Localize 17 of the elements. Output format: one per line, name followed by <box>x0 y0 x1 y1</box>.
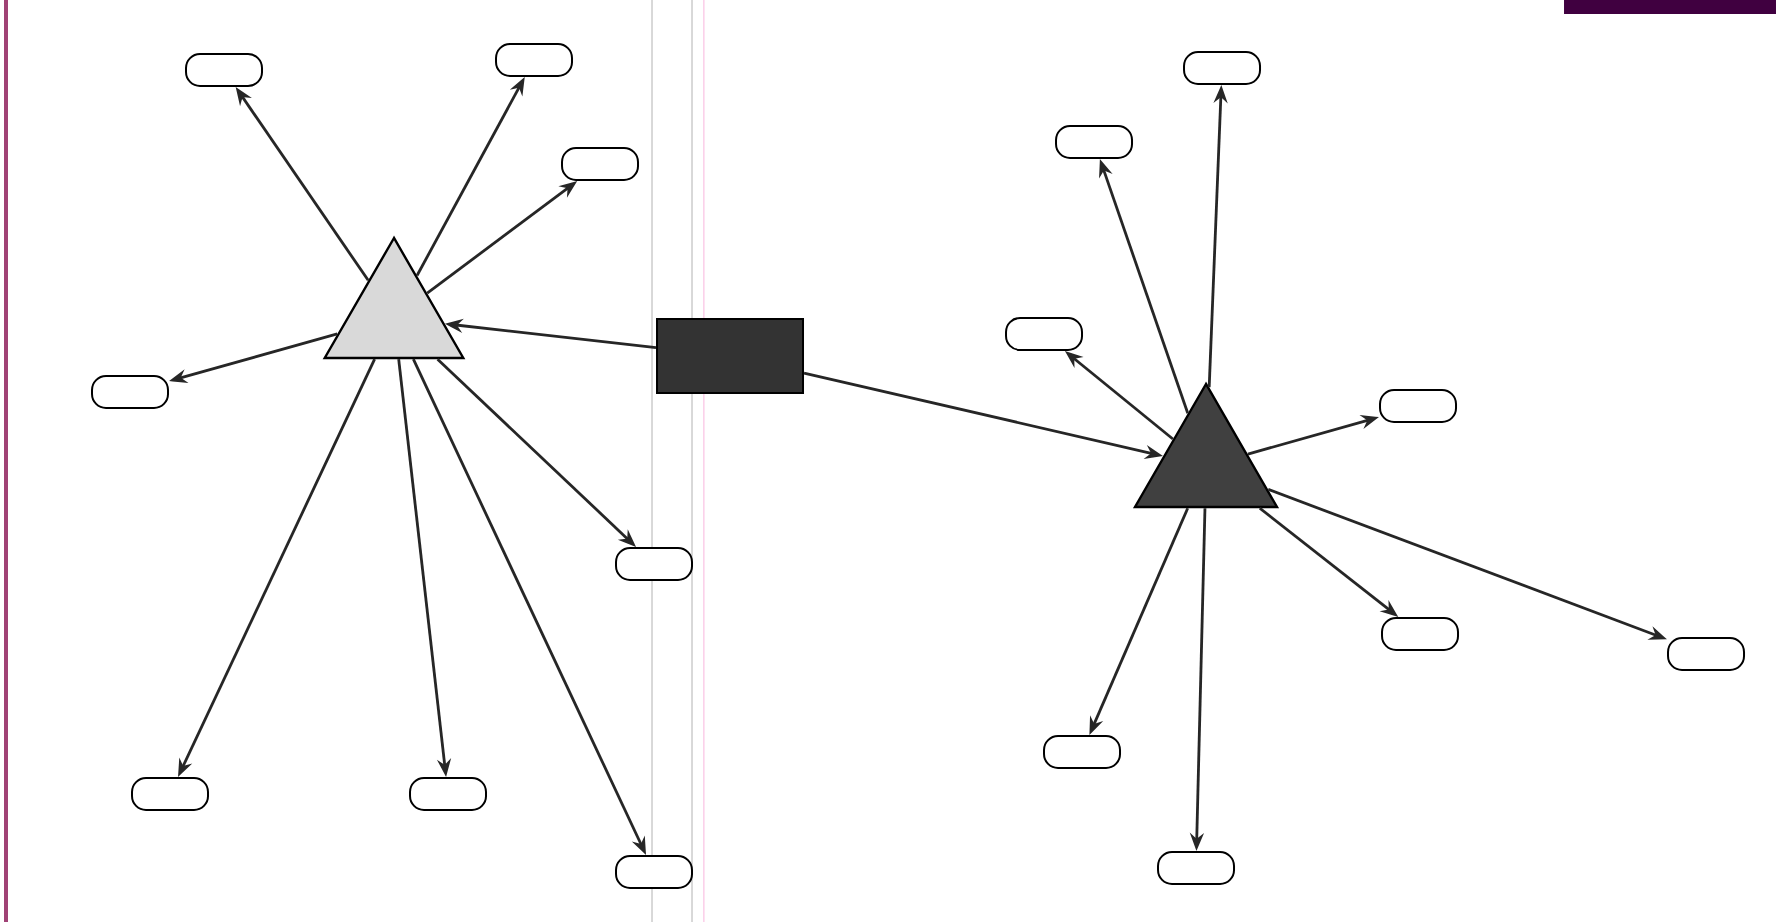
rounded-box <box>1043 735 1121 769</box>
rounded-box <box>1379 389 1457 423</box>
rounded-box <box>1667 637 1745 671</box>
filled-rectangle <box>656 318 804 394</box>
rounded-box <box>495 43 573 77</box>
rounded-box <box>185 53 263 87</box>
rounded-box <box>615 855 693 889</box>
rounded-box <box>1005 317 1083 351</box>
rounded-box <box>615 547 693 581</box>
rounded-box <box>409 777 487 811</box>
rounded-box <box>1157 851 1235 885</box>
rounded-box <box>1183 51 1261 85</box>
rounded-box <box>561 147 639 181</box>
rounded-box <box>1055 125 1133 159</box>
rounded-box <box>131 777 209 811</box>
rounded-box <box>91 375 169 409</box>
rounded-box <box>1381 617 1459 651</box>
